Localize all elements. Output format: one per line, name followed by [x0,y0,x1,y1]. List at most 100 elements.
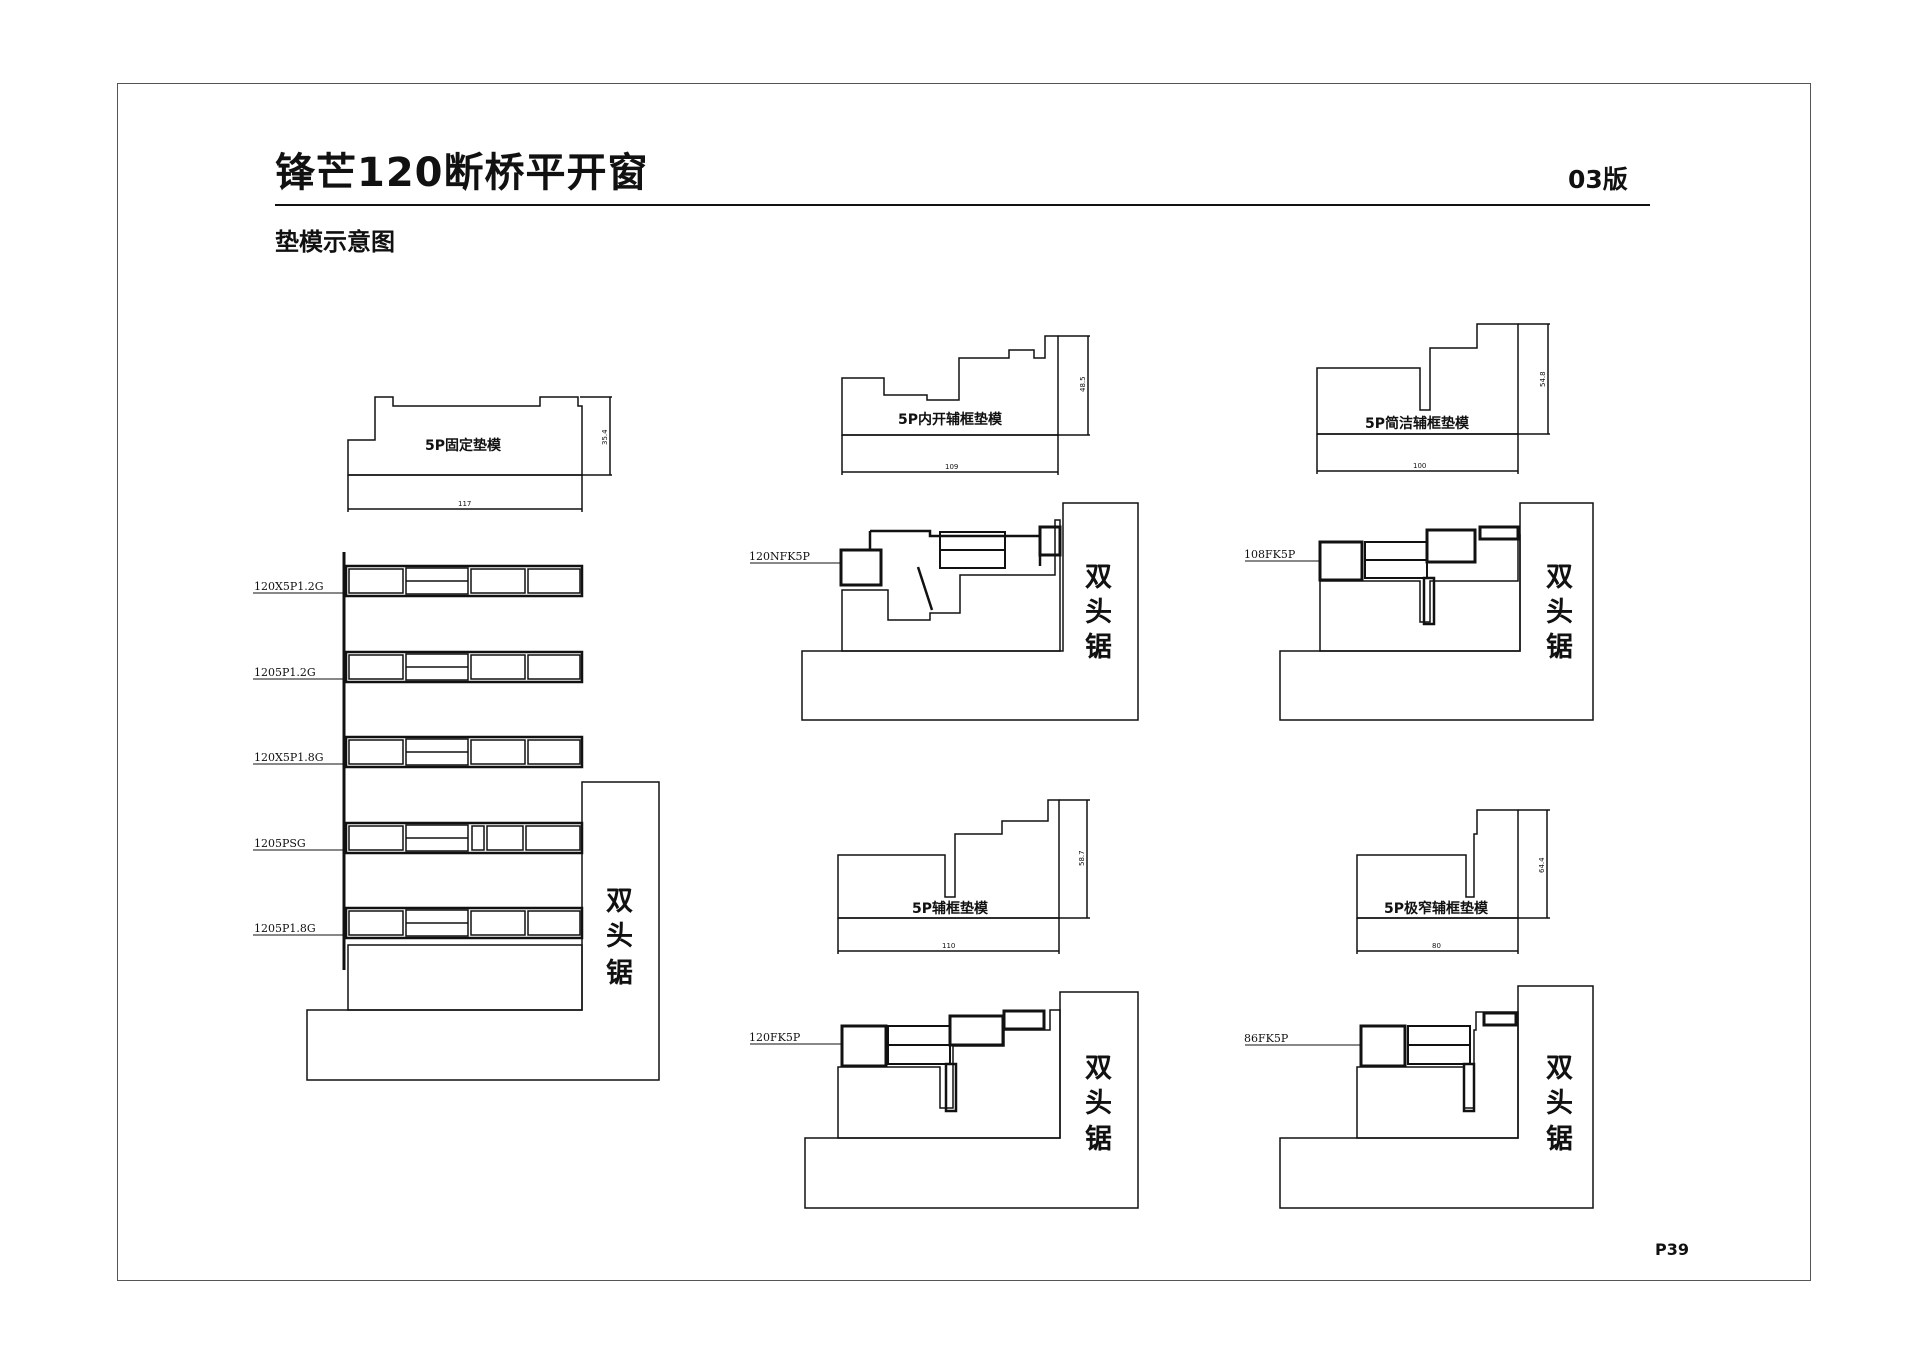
frame-chamber [839,548,883,587]
glass-bead [1002,1009,1046,1031]
saw-label: 双 [1085,562,1112,593]
saw-label: 头 [1085,1088,1112,1119]
saw-label: 锯 [1085,632,1112,663]
profile-chamber [348,568,404,594]
version-label: 03版 [1568,165,1628,194]
saw-label: 头 [1546,597,1573,628]
double-head-saw-block [801,502,1139,721]
saw-label: 锯 [606,958,633,989]
profile-outline [344,906,584,940]
mold-outline [1356,809,1519,919]
profile-chamber [348,910,404,936]
profile-chamber [470,739,526,765]
mold-block [1319,534,1521,652]
glass-bead [1038,525,1062,557]
height-dimension: 54.8 [1539,371,1547,387]
height-dimension: 58.7 [1078,850,1086,866]
profile-chamber [348,825,404,851]
profile-label: 108FK5P [1244,548,1296,561]
profile-outline [344,650,584,684]
fixed-profile-assembly: 120X5P1.2G 1205P1.2G 120X5P1.8G 1205PSG 1205… [253,552,660,1081]
mold-fixed: 5P固定垫模 117 35.4 [347,396,612,512]
page-border [117,83,1811,1281]
mold-block [841,519,1061,652]
height-dimension: 48.5 [1079,376,1087,392]
mold-outline [841,335,1059,436]
height-dimension: 35.4 [601,429,609,445]
profile-chamber [527,654,581,680]
profile-chamber [527,568,581,594]
saw-label: 双 [1546,1053,1573,1084]
profile-label: 120FK5P [749,1031,801,1044]
thermal-break [486,825,524,851]
width-dimension: 80 [1432,942,1441,950]
sash-chamber [948,1014,1005,1047]
width-dimension: 110 [942,942,955,950]
profile-chamber [470,910,526,936]
frame-leg [1462,1062,1476,1113]
profile-row: 120X5P1.8G [253,735,584,769]
profile-chamber [470,568,526,594]
assembly-108FK5P: 108FK5P 双 头 锯 [1244,502,1594,721]
profile-chamber [471,825,485,851]
profile-row: 1205PSG [253,821,584,855]
saw-label: 头 [1546,1088,1573,1119]
profile-label: 120X5P1.8G [254,751,324,764]
frame-chamber [1359,1024,1407,1068]
glass-bead [1482,1011,1518,1027]
profile-chamber [348,739,404,765]
title-divider [275,204,1650,206]
mold-name: 5P辅框垫模 [912,900,989,917]
profile-chamber [348,654,404,680]
mold-outline [1316,323,1519,435]
assembly-120NFK5P: 120NFK5P 双 头 锯 [749,502,1139,721]
assembly-86FK5P: 86FK5P 双 头 锯 [1244,985,1594,1209]
profile-label: 1205PSG [254,837,306,850]
profile-outline [344,821,584,855]
mold-outline [347,396,583,476]
frame-leg [944,1062,958,1113]
mold-subframe: 5P辅框垫模 110 58.7 [837,799,1090,954]
profile-label: 1205P1.2G [254,666,316,679]
profile-chamber [470,654,526,680]
profile-row: 1205P1.2G [253,650,584,684]
glass-bead [1478,525,1520,541]
saw-label: 头 [1085,597,1112,628]
mold-simple-subframe: 5P简洁辅框垫模 100 54.8 [1316,323,1550,474]
profile-outline [344,735,584,769]
mold-narrow-subframe: 5P极窄辅框垫模 80 64.4 [1356,809,1550,954]
frame-leg [1422,576,1436,626]
width-dimension: 109 [945,463,958,471]
profile-row: 1205P1.8G [253,906,584,940]
profile-label: 120NFK5P [749,550,810,563]
mold-name: 5P固定垫模 [425,437,502,454]
frame-web [916,566,934,611]
height-dimension: 64.4 [1538,857,1546,873]
width-dimension: 100 [1413,462,1426,470]
sash-chamber [1425,528,1477,564]
mold-name: 5P内开辅框垫模 [898,411,1003,428]
width-dimension: 117 [458,500,471,508]
profile-outline [344,564,584,598]
saw-label: 双 [1546,562,1573,593]
mold-name: 5P简洁辅框垫模 [1365,415,1470,432]
section-subtitle: 垫模示意图 [275,228,395,256]
saw-label: 双 [1085,1053,1112,1084]
saw-label: 双 [606,886,633,917]
mold-name: 5P极窄辅框垫模 [1384,900,1489,917]
saw-label: 锯 [1085,1124,1112,1155]
profile-label: 120X5P1.2G [254,580,324,593]
profile-label: 86FK5P [1244,1032,1289,1045]
saw-label: 锯 [1546,1124,1573,1155]
sash-profile [868,529,1042,566]
page-title: 锋芒120断桥平开窗 [275,150,649,196]
double-head-saw-block [306,781,660,1081]
profile-row: 120X5P1.2G [253,564,584,598]
frame-chamber [840,1024,888,1068]
assembly-120FK5P: 120FK5P 双 头 锯 [749,991,1139,1209]
profile-chamber [527,739,581,765]
frame-chamber [1318,540,1364,582]
mold-block [1356,1011,1519,1139]
saw-label: 锯 [1546,632,1573,663]
